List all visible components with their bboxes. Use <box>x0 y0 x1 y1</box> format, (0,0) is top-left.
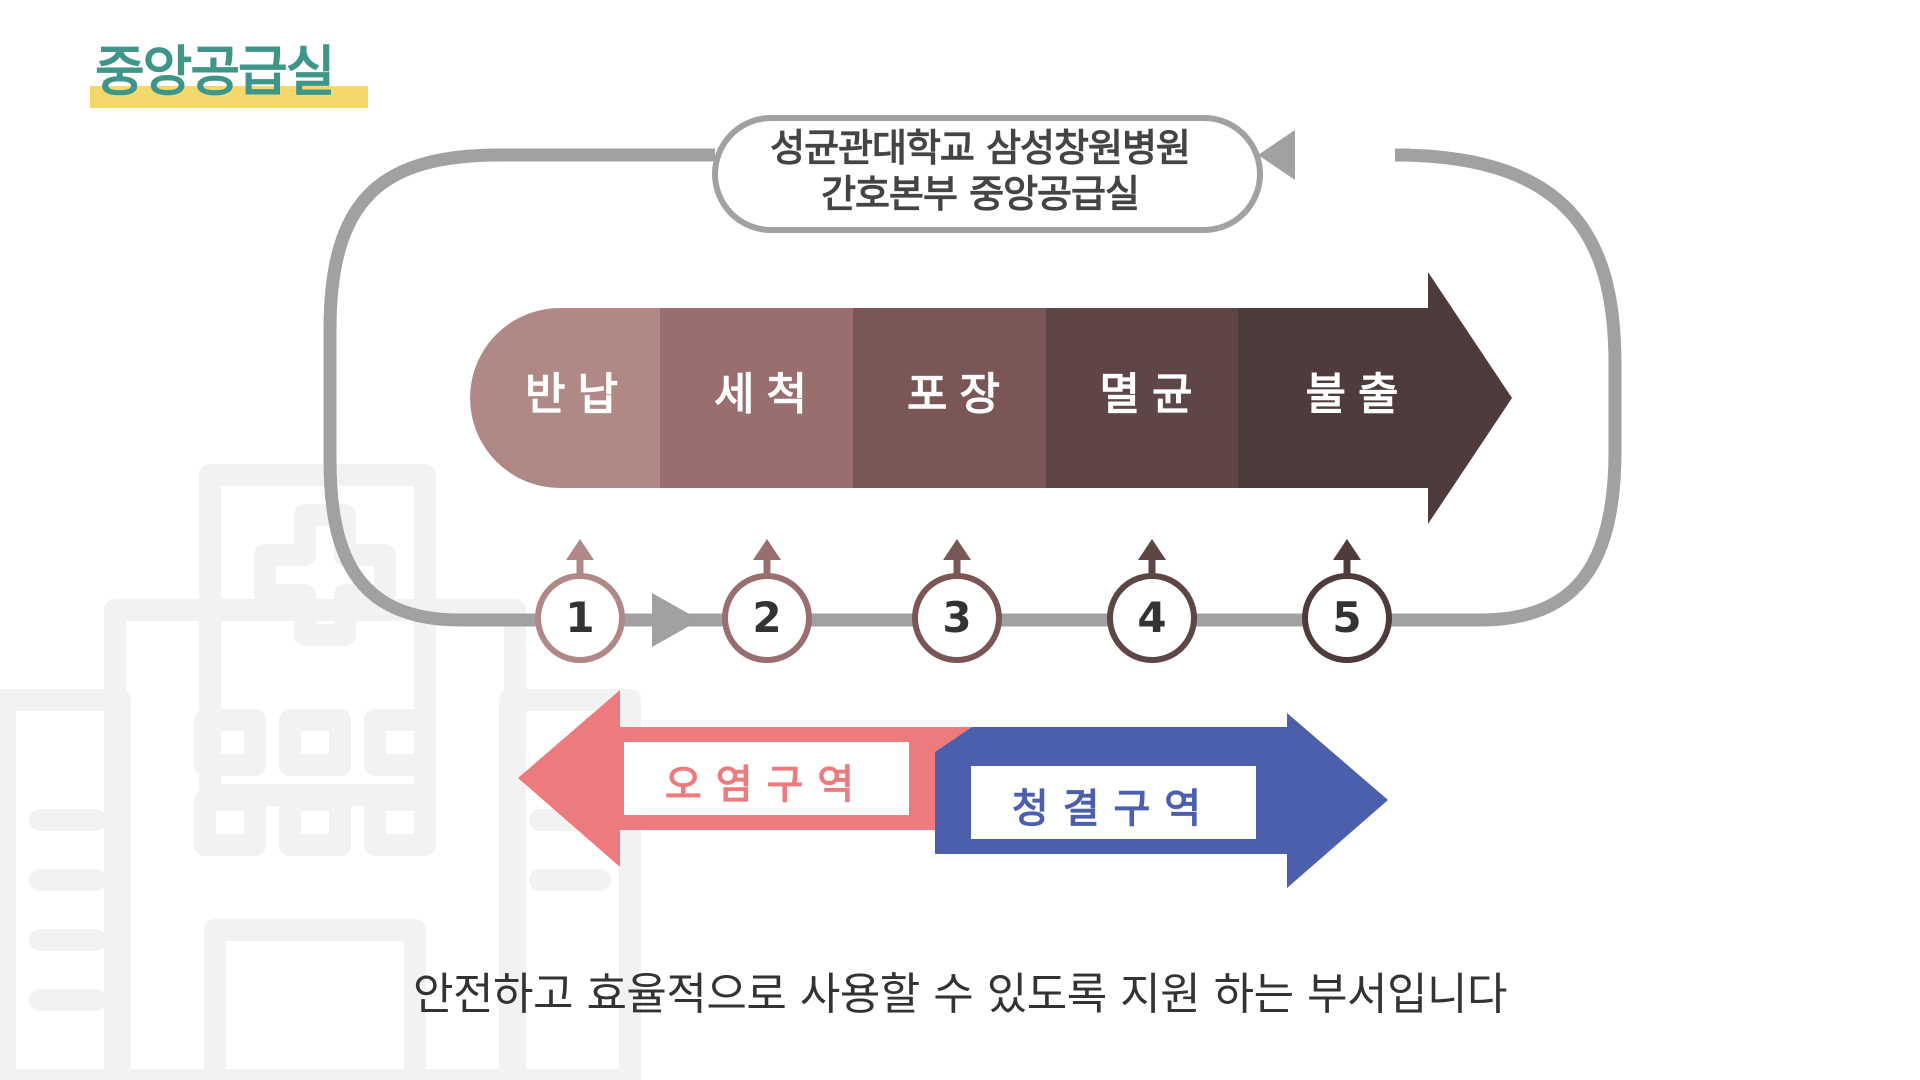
title-highlight <box>90 86 368 108</box>
step-marker-4 <box>1107 539 1197 663</box>
caption: 안전하고 효율적으로 사용할 수 있도록 지원 하는 부서입니다 <box>413 969 1507 1020</box>
process-segment-1 <box>470 308 660 488</box>
process-segment-4 <box>1046 308 1238 488</box>
step-number-3: 3 <box>942 593 972 642</box>
org-name-line2: 간호본부 중앙공급실 <box>821 172 1140 216</box>
hospital-background-icon <box>0 464 641 1080</box>
org-name-line1: 성균관대학교 삼성창원병원 <box>770 126 1191 170</box>
contaminated-zone-arrow <box>518 690 970 867</box>
process-segment-5 <box>1238 272 1512 524</box>
clean-zone-arrow <box>935 713 1388 888</box>
process-segment-2 <box>660 308 853 488</box>
step-label-5: 불출 <box>1305 369 1411 420</box>
cycle-loop <box>323 148 1622 627</box>
step-number-5: 5 <box>1332 593 1362 642</box>
clean-zone-label: 청결구역 <box>1011 786 1216 832</box>
step-label-3: 포장 <box>907 369 1012 420</box>
org-pill <box>712 115 1263 233</box>
step-marker-2 <box>722 539 812 663</box>
step-number-4: 4 <box>1137 593 1167 642</box>
step-marker-5 <box>1302 539 1392 663</box>
cycle-arrowhead-top <box>1258 130 1295 180</box>
step-number-2: 2 <box>752 593 782 642</box>
step-number-1: 1 <box>565 593 595 642</box>
contaminated-zone-label: 오염구역 <box>664 762 869 808</box>
step-label-4: 멸균 <box>1099 369 1205 420</box>
step-label-1: 반납 <box>525 369 630 420</box>
step-marker-1 <box>535 539 625 663</box>
step-marker-3 <box>912 539 1002 663</box>
process-band <box>470 272 1512 524</box>
process-segment-3 <box>853 308 1046 488</box>
page-title: 중앙공급실 <box>95 40 335 103</box>
cycle-arrowhead-bottom <box>652 593 700 647</box>
org-name: 성균관대학교 삼성창원병원 간호본부 중앙공급실 <box>720 125 1240 217</box>
step-label-2: 세척 <box>714 369 819 420</box>
step-markers <box>535 539 1392 663</box>
